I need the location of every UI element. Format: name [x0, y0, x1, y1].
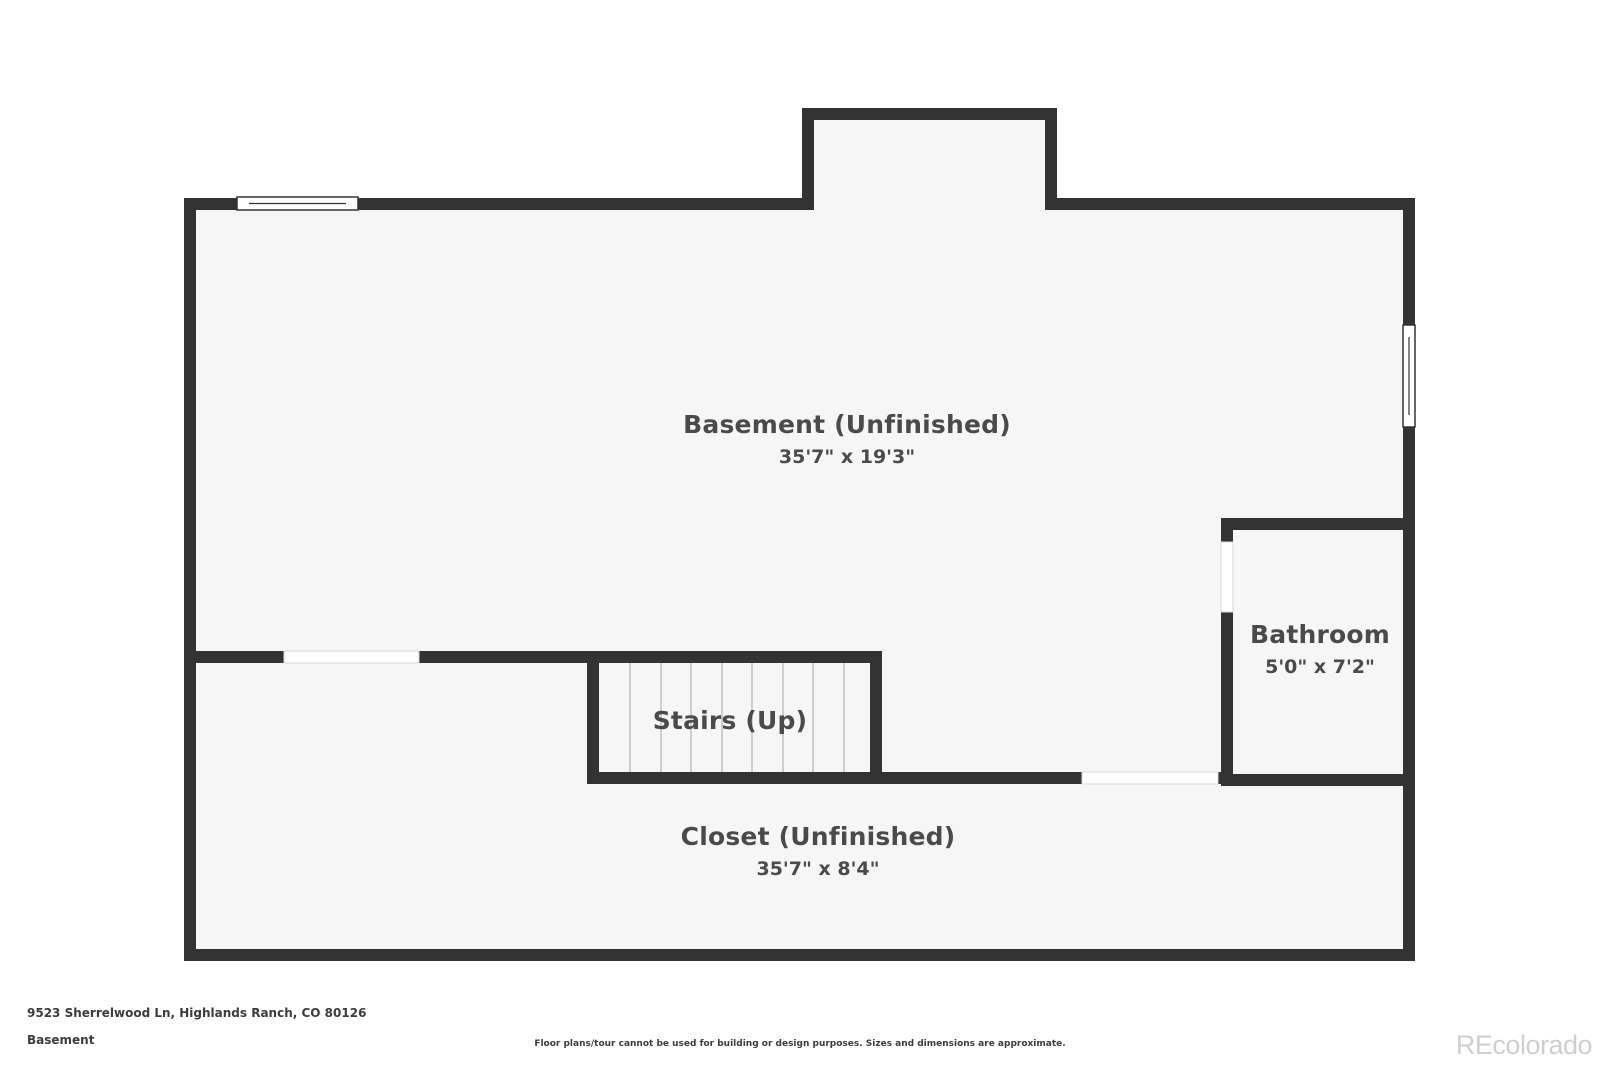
basement-room-dimensions: 35'7" x 19'3" — [778, 446, 916, 468]
basement-room-label: Basement (Unfinished) — [683, 410, 1011, 439]
disclaimer-text: Floor plans/tour cannot be used for buil… — [534, 1039, 1066, 1049]
closet-room-label: Closet (Unfinished) — [680, 822, 956, 851]
brand-logo: REcolorado — [1455, 1030, 1593, 1060]
door-closet-left — [283, 650, 420, 664]
outer-wall — [184, 108, 1415, 961]
bathroom-wall — [1221, 518, 1415, 786]
door-bathroom — [1220, 541, 1234, 613]
floor-area — [190, 114, 1409, 955]
closet-room-dimensions: 35'7" x 8'4" — [756, 858, 880, 880]
bathroom-room-dimensions: 5'0" x 7'2" — [1265, 656, 1375, 678]
property-address: 9523 Sherrelwood Ln, Highlands Ranch, CO… — [27, 1006, 367, 1020]
stairs-label: Stairs (Up) — [652, 706, 808, 735]
walls — [184, 108, 1415, 961]
openings — [236, 196, 1416, 785]
bathroom-room-label: Bathroom — [1249, 620, 1391, 649]
door-closet-bottom — [1081, 771, 1219, 785]
stairs-wall — [587, 651, 1225, 784]
floor-name: Basement — [27, 1033, 95, 1047]
stair-treads — [629, 663, 845, 772]
